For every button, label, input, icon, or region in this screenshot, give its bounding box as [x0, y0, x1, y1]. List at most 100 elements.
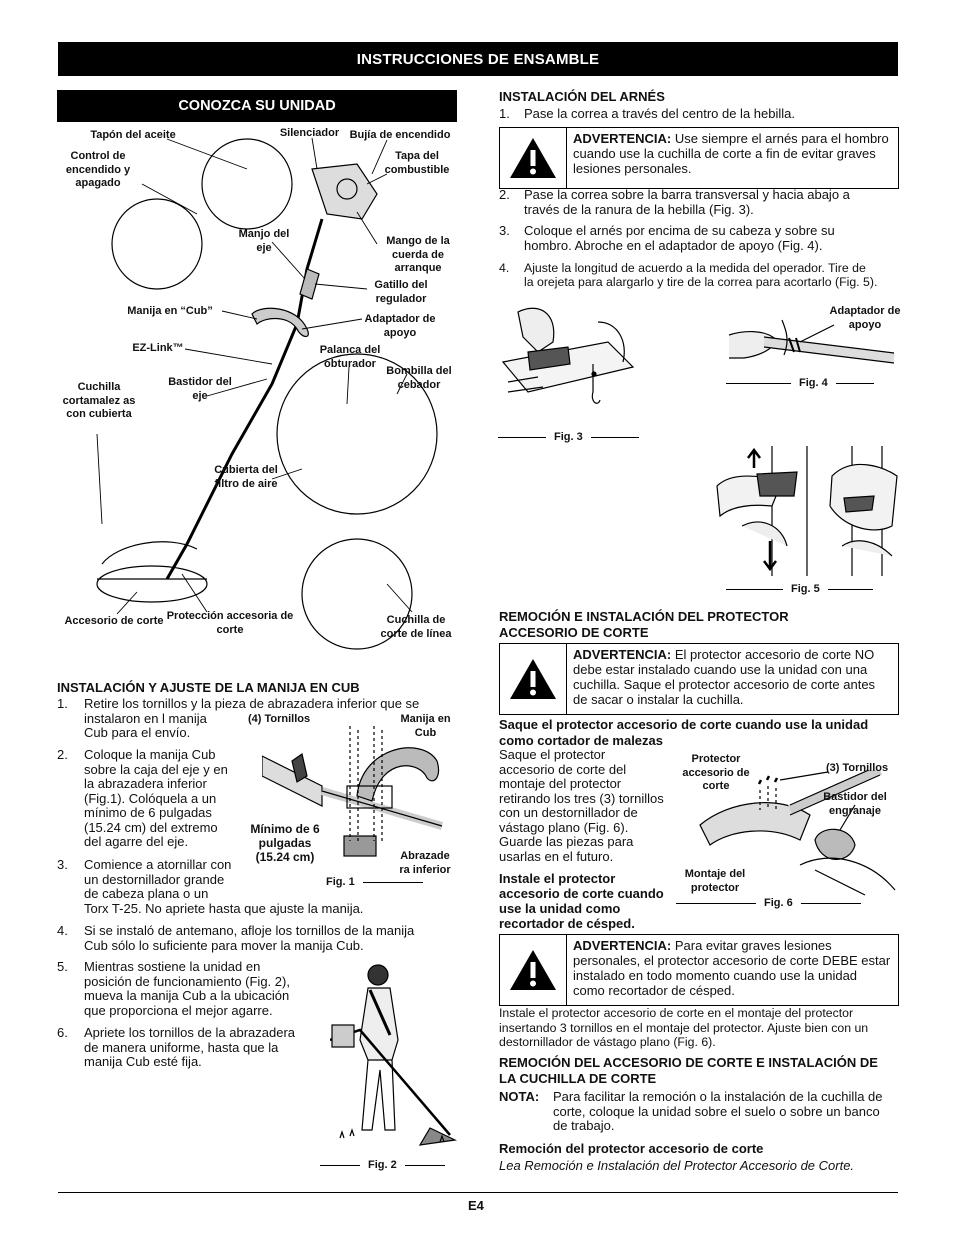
step-line: manija Cub esté fija. [84, 1054, 202, 1069]
step-line: posición de funcionamiento (Fig. 2), [84, 974, 290, 989]
caption-rule [590, 436, 639, 438]
install-heading-line: accesorio de corte cuando [499, 886, 664, 901]
step-num: 6. [57, 1025, 68, 1040]
caption-rule [800, 902, 861, 904]
fig4-caption: Fig. 4 [726, 377, 874, 389]
note-label: NOTA: [499, 1089, 540, 1104]
remove-line: montaje del protector [499, 776, 622, 791]
guard-remove-heading: Saque el protector accesorio de corte cu… [499, 717, 869, 748]
fig6-mount-label: Montaje del protector [684, 868, 746, 894]
trimmer-diagram [96, 137, 438, 650]
fig6-caption: Fig. 6 [676, 897, 861, 909]
step-line: Mientras sostiene la unidad en [84, 959, 261, 974]
fig3-buckle-illustration [501, 307, 635, 404]
fig4-adapter-illustration [728, 319, 895, 364]
step-line: Coloque el arnés por encima de su cabeza… [524, 223, 835, 238]
caption-rule [362, 881, 423, 883]
fig1-min-label: Mínimo de 6 pulgadas (15.24 cm) [250, 822, 320, 864]
warning-text: ADVERTENCIA: El protector accesorio de c… [573, 647, 876, 707]
fig1-illustration [262, 726, 444, 857]
step-line: través de la ranura de la hebilla (Fig. … [524, 202, 754, 217]
install-heading-line: use la unidad como [499, 901, 621, 916]
label-primer: Bombilla del cebador [386, 365, 452, 391]
fig2-operator-illustration [330, 964, 458, 1146]
fig5-caption-text: Fig. 5 [791, 583, 820, 595]
warning-box-harness: ADVERTENCIA: Use siempre el arnés para e… [499, 127, 899, 189]
cub-install-heading: INSTALACIÓN Y AJUSTE DE LA MANIJA EN CUB [57, 680, 360, 695]
label-shoulder-adapter: Adaptador de apoyo [364, 313, 436, 339]
fig1-caption-text: Fig. 1 [326, 876, 355, 888]
warning-text: ADVERTENCIA: Para evitar graves lesiones… [573, 938, 891, 998]
caption-rule [404, 1164, 445, 1166]
label-on-off: Control de encendido y apagado [65, 150, 131, 189]
fig6-caption-text: Fig. 6 [764, 897, 793, 909]
step-line: mueva la manija Cub a la ubicación [84, 988, 290, 1003]
fig6-guard-label: Protector accesorio de corte [682, 753, 750, 792]
blade-sub-heading: Remoción del protector accesorio de cort… [499, 1141, 764, 1156]
step-line: Comience a atornillar con [84, 857, 232, 872]
fig6-gear-label: Bastidor del engranaje [823, 791, 887, 817]
step-num: 5. [57, 959, 68, 974]
step-line: del agarre del eje. [84, 834, 189, 849]
caption-rule [827, 588, 873, 590]
warning-box-install: ADVERTENCIA: Para evitar graves lesiones… [499, 934, 899, 1006]
step-line: la abrazadera inferior [84, 776, 207, 791]
step-line: la orejeta para alargarlo y tire de la c… [524, 275, 878, 289]
label-air-filter: Cubierta del filtro de aire [214, 464, 278, 490]
know-unit-banner: CONOZCA SU UNIDAD [57, 90, 457, 122]
caption-rule [498, 436, 546, 438]
label-fuel-cap: Tapa del combustible [384, 150, 450, 176]
label-guard: Protección accesoria de corte [166, 610, 294, 636]
remove-line: usarlas en el futuro. [499, 849, 614, 864]
step-num: 4. [499, 261, 510, 275]
guard-heading: REMOCIÓN E INSTALACIÓN DEL PROTECTOR ACC… [499, 609, 789, 640]
step-num: 1. [57, 696, 68, 711]
step-line: de manera uniforme, hasta que la [84, 1040, 279, 1055]
fig5-adjust-illustration [716, 446, 898, 576]
step-num: 3. [499, 223, 510, 238]
step-line: que proporciona el mejor agarre. [84, 1003, 273, 1018]
label-spark-plug: Bujía de encendido [349, 129, 451, 141]
install-text: Instale el protector accesorio de corte … [499, 1006, 869, 1050]
fig1-cub-label: Manija en Cub [400, 713, 451, 739]
caption-rule [835, 382, 874, 384]
fig1-clamp-label: Abrazade ra inferior [399, 850, 451, 876]
install-heading-line: Instale el protector [499, 871, 616, 886]
step-line: (15.24 cm) del extremo [84, 820, 218, 835]
remove-line: accesorio de corte del [499, 762, 627, 777]
remove-line: Saque el protector [499, 747, 606, 762]
section-banner: INSTRUCCIONES DE ENSAMBLE [58, 42, 898, 76]
install-heading-line: recortador de césped. [499, 916, 635, 931]
step-line: Cub para el envío. [84, 725, 191, 740]
label-cub-handle: Manija en “Cub” [127, 305, 213, 317]
label-starter-handle: Mango de la cuerda de arranque [386, 235, 450, 274]
remove-line: con un destornillador de [499, 805, 638, 820]
warning-box-guard: ADVERTENCIA: El protector accesorio de c… [499, 643, 899, 715]
step-num: 2. [499, 187, 510, 202]
warning-icon [500, 644, 567, 714]
step-line: Pase la correa a través del centro de la… [524, 106, 795, 121]
step-num: 3. [57, 857, 68, 872]
step-line: hombro. Abroche en el adaptador de apoyo… [524, 238, 823, 253]
warning-triangle-icon [510, 138, 556, 178]
label-ezlink: EZ-Link™ [132, 342, 184, 354]
step-line: sobre la caja del eje y en [84, 762, 228, 777]
fig3-caption-text: Fig. 3 [554, 431, 583, 443]
caption-rule [320, 1164, 360, 1166]
label-oil-cap: Tapón del aceite [90, 129, 176, 141]
fig4-adapter-label: Adaptador de apoyo [829, 305, 901, 331]
fig4-caption-text: Fig. 4 [799, 377, 828, 389]
blade-sub-text: Lea Remoción e Instalación del Protector… [499, 1158, 855, 1173]
step-line: Pase la correa sobre la barra transversa… [524, 187, 850, 202]
caption-rule [726, 382, 791, 384]
step-line: Apriete los tornillos de la abrazadera [84, 1025, 296, 1040]
step-line: Torx T-25. No apriete hasta que ajuste l… [84, 901, 364, 916]
step-line: Ajuste la longitud de acuerdo a la medid… [524, 261, 866, 275]
label-line-cutter-blade: Cuchilla cortamalez as con cubierta [62, 381, 136, 420]
step-line: mínimo de 6 pulgadas [84, 805, 212, 820]
step-line: Cub sólo lo suficiente para mover la man… [84, 938, 364, 953]
warning-triangle-icon [510, 950, 556, 990]
step-line: un destornillador grande [84, 872, 225, 887]
label-choke: Palanca del obturador [319, 344, 381, 370]
remove-line: Guarde las piezas para [499, 834, 634, 849]
